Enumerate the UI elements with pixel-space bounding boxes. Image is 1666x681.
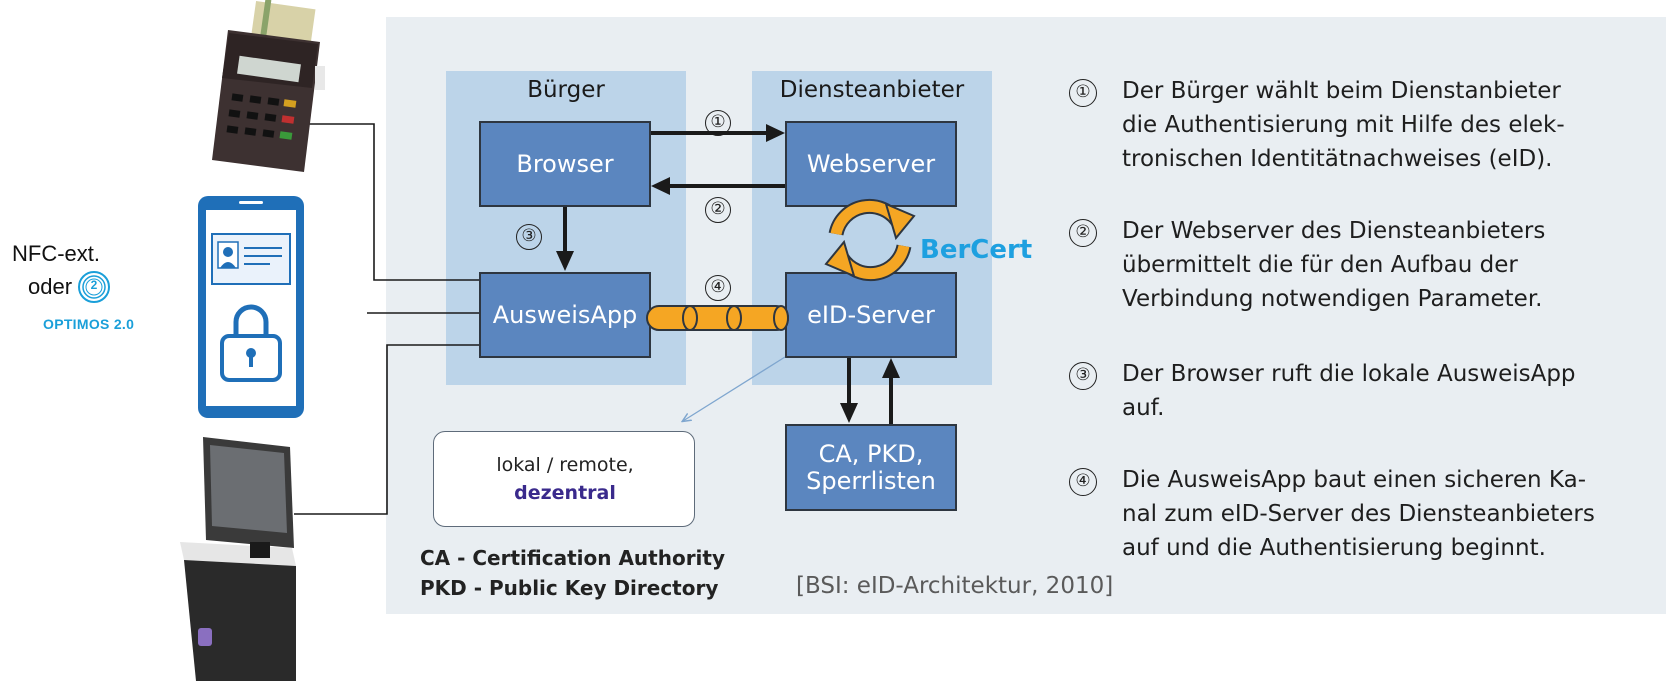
browser-box: Browser (479, 121, 651, 207)
eid-server-box: eID-Server (785, 272, 957, 358)
step-2-line-3: Verbindung notwendigen Parameter. (1122, 286, 1543, 312)
step-3-line-1: Der Browser ruft die lokale AusweisApp (1122, 361, 1576, 387)
arrow-number-3: ③ (516, 224, 542, 250)
step-2-number: ② (1069, 219, 1097, 247)
card-reader-icon (212, 0, 325, 172)
smartphone-icon (198, 196, 304, 418)
legend-pkd: PKD - Public Key Directory (420, 576, 719, 600)
bercert-label: BerCert (920, 235, 1033, 265)
step-1-line-3: tronischen Identitätnachweises (eID). (1122, 146, 1553, 172)
zone-title-diensteanbieter: Diensteanbieter (779, 77, 965, 103)
step-4-text: Die AusweisApp baut einen sicheren Ka- n… (1122, 463, 1662, 565)
arrow-number-2: ② (705, 197, 731, 223)
step-1-number: ① (1069, 79, 1097, 107)
step-3-number: ③ (1069, 362, 1097, 390)
step-2-line-2: übermittelt die für den Aufbau der (1122, 252, 1518, 278)
arrow-number-4: ④ (705, 275, 731, 301)
arrow-ca-to-eid (882, 358, 900, 424)
eid-server-label: eID-Server (807, 300, 935, 329)
step-4-line-2: nal zum eID-Server des Diensteanbieters (1122, 501, 1595, 527)
step-4-line-1: Die AusweisApp baut einen sicheren Ka- (1122, 467, 1586, 493)
device-connection-lines (294, 123, 479, 515)
oder-label: oder (28, 274, 73, 299)
ausweisapp-label: AusweisApp (492, 300, 638, 329)
ca-pkd-label-line2: Sperrlisten (806, 466, 936, 495)
zone-title-buerger: Bürger (527, 77, 605, 103)
step-4-number: ④ (1069, 468, 1097, 496)
ausweisapp-box: AusweisApp (479, 272, 651, 358)
step-1-line-2: die Authentisierung mit Hilfe des elek- (1122, 112, 1565, 138)
secure-channel-tunnel (646, 305, 789, 331)
arrow-3 (556, 207, 574, 271)
nfc-label: NFC-ext. (12, 241, 100, 266)
note-line-1: lokal / remote, (496, 454, 634, 476)
arrow-number-1: ① (705, 110, 731, 136)
optimos-logo-text: OPTIMOS 2.0 (43, 316, 135, 332)
ca-pkd-box: CA, PKD, Sperrlisten (785, 424, 957, 511)
step-1-text: Der Bürger wählt beim Dienstanbieter die… (1122, 74, 1662, 176)
arrow-1 (651, 124, 785, 142)
note-line-2: dezentral (514, 482, 616, 504)
arrow-eid-to-ca (840, 358, 858, 423)
optimos-digit: 2 (90, 278, 98, 292)
step-2-line-1: Der Webserver des Diensteanbieters (1122, 218, 1546, 244)
optimos-logo (78, 271, 110, 303)
note-pointer-line (683, 356, 786, 421)
sync-arrows-icon (824, 198, 916, 282)
ca-pkd-label-line1: CA, PKD, (818, 439, 924, 468)
legend-ca: CA - Certification Authority (420, 546, 726, 570)
step-3-line-2: auf. (1122, 395, 1165, 421)
arrow-2 (651, 177, 785, 195)
step-1-line-1: Der Bürger wählt beim Dienstanbieter (1122, 78, 1561, 104)
step-4-line-3: auf und die Authentisierung beginnt. (1122, 535, 1546, 561)
kiosk-terminal-icon (180, 437, 296, 681)
citation: [BSI: eID-Architektur, 2010] (796, 573, 1114, 599)
step-2-text: Der Webserver des Diensteanbieters überm… (1122, 214, 1662, 316)
location-note-box: lokal / remote, dezentral (433, 431, 695, 527)
browser-label: Browser (516, 149, 614, 178)
webserver-label: Webserver (806, 149, 936, 178)
step-3-text: Der Browser ruft die lokale AusweisApp a… (1122, 357, 1662, 425)
